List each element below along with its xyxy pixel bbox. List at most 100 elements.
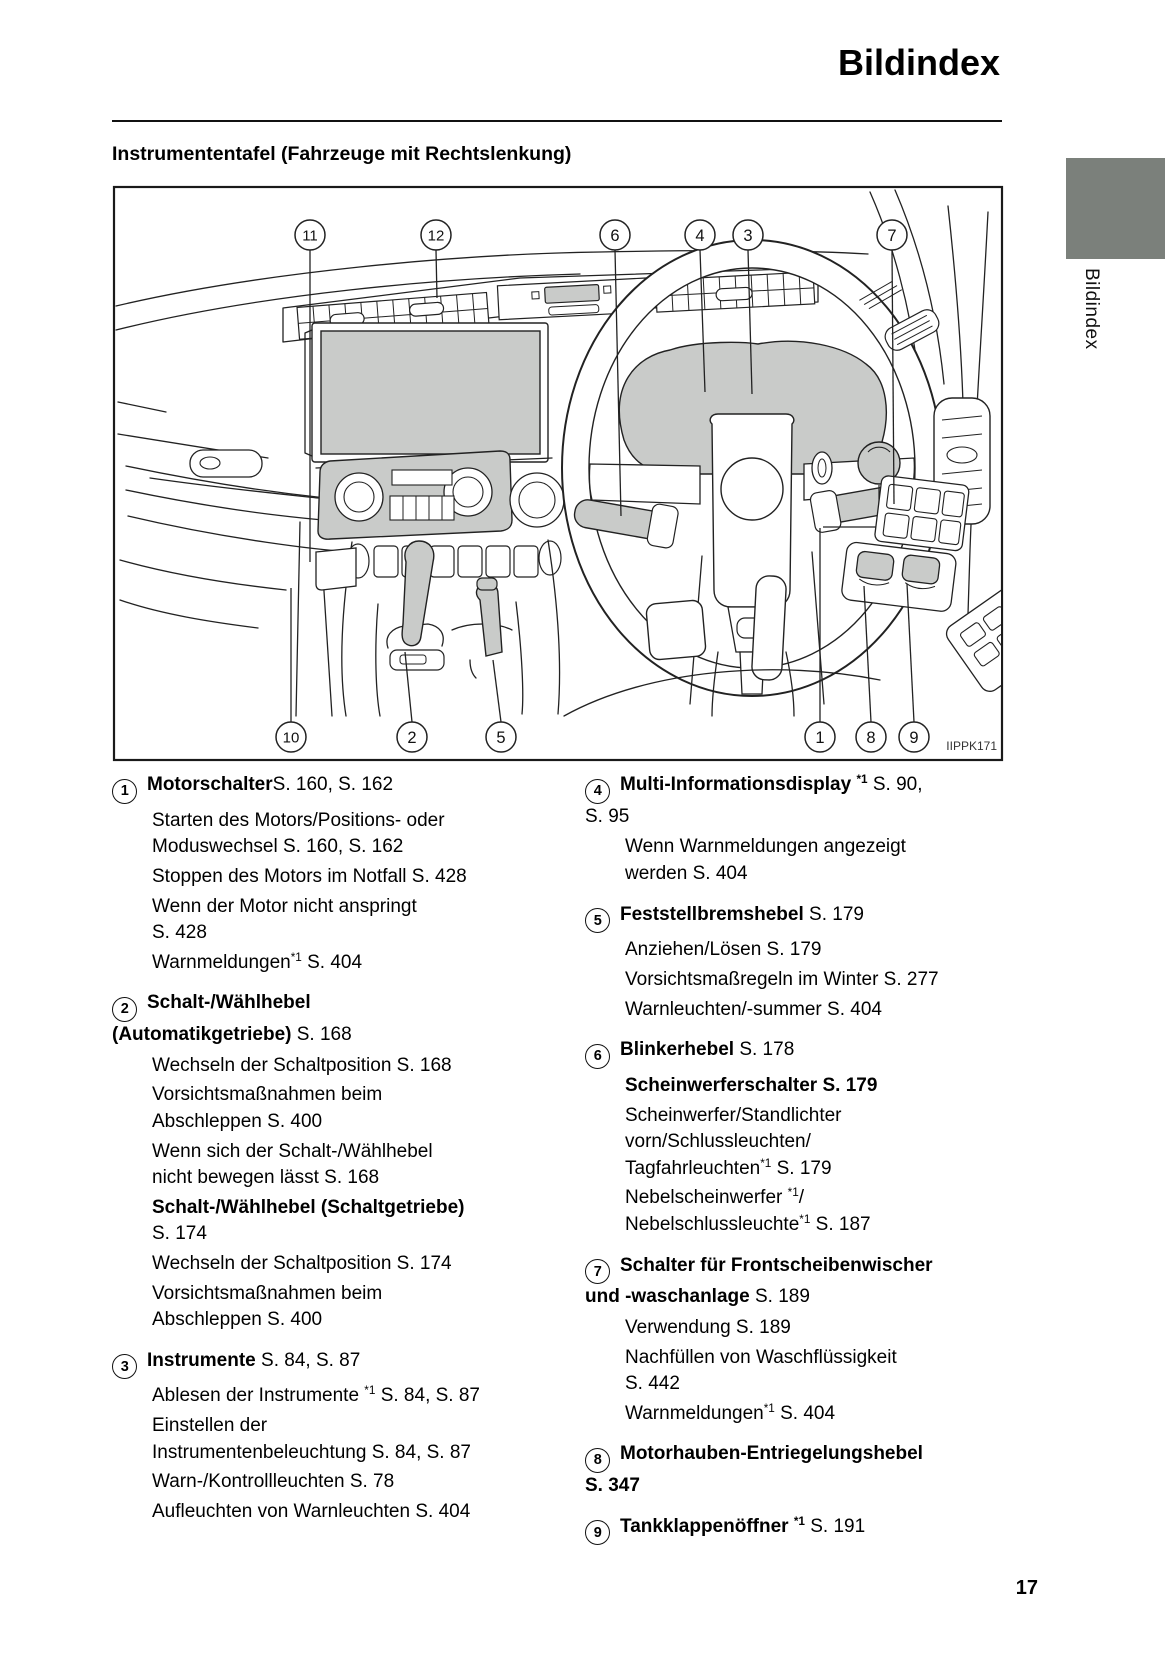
diagram-callout-2: 2 [396,651,428,753]
callout-number: 4 [695,227,704,245]
callout-number: 8 [866,729,875,747]
diagram-callout-9: 9 [898,583,930,753]
legend-sub-entry: Warnmeldungen*1 S. 404 [152,950,363,973]
accelerator-pedal [751,575,787,681]
callout-number-badge: 2 [112,997,137,1023]
callout-number: 6 [610,227,619,245]
figure-code: IIPPK171 [946,739,997,753]
section-heading: Instrumententafel (Fahrzeuge mit Rechtsl… [112,143,572,165]
climate-knob-left [334,472,384,522]
chapter-tab-label: Bildindex [1081,268,1102,350]
shift-lever [401,540,435,647]
engine-switch [857,441,901,485]
legend-sub-entry: Wechseln der Schaltposition S. 174 [152,1252,452,1274]
diagram-callout-3: 3 [732,219,764,395]
tuner-knob [509,472,565,528]
hood-release-lever [855,550,895,581]
right-vent-grid [654,271,816,313]
callout-number: 7 [887,227,896,245]
page-title: Bildindex [837,42,1000,83]
diagram-callout-5: 5 [485,659,517,753]
legend-sub-entry: Warnleuchten/-summer S. 404 [625,998,882,1020]
legend-sub-entry: Stoppen des Motors im Notfall S. 428 [152,865,467,887]
legend-sub-entry: Schalt-/Wählhebel (Schaltgetriebe) S. 17… [152,1196,465,1245]
callout-number-badge: 5 [585,908,610,934]
legend-sub-entry: Ablesen der Instrumente *1 S. 84, S. 87 [152,1384,480,1407]
callout-number: 12 [428,227,445,244]
diagram-callout-7: 7 [876,219,908,505]
legend-sub-entry: Vorsichtsmaßnahmen beim Abschleppen S. 4… [152,1282,383,1331]
center-vent-block [496,277,650,321]
climate-knob-right [443,467,493,517]
legend-sub-entry: Nachfüllen von Waschflüssigkeit S. 442 [625,1346,897,1395]
diagram-callout-1: 1 [804,528,836,753]
callout-number: 1 [815,729,824,747]
legend-sub-entry: Vorsichtsmaßregeln im Winter S. 277 [625,968,939,990]
diagram-callout-12: 12 [420,219,452,299]
diagram-callout-4: 4 [684,219,716,393]
hazard-switch [544,283,600,304]
legend-sub-entry: Nebelscheinwerfer *1/ Nebelschlussleucht… [625,1186,871,1235]
legend-sub-entry: Aufleuchten von Warnleuchten S. 404 [152,1500,471,1522]
callout-number-badge: 3 [112,1354,137,1380]
switch-panel [874,475,970,552]
legend-sub-entry: Anziehen/Lösen S. 179 [625,939,822,961]
chapter-tab-marker [1066,158,1165,259]
brake-pedal [645,599,707,661]
fuel-door-opener [901,554,941,585]
callout-number-badge: 7 [585,1259,610,1285]
window-switch-bank [945,579,1001,692]
callout-number-badge: 6 [585,1043,610,1069]
callout-number: 2 [407,729,416,747]
callout-number: 3 [743,227,752,245]
legend-sub-entry: Wechseln der Schaltposition S. 168 [152,1054,452,1076]
page-number: 17 [1015,1577,1038,1599]
legend-sub-entry: Warn-/Kontrollleuchten S. 78 [152,1471,395,1493]
climate-display [391,469,453,486]
callout-number-badge: 4 [585,778,610,804]
callout-number: 5 [496,729,505,747]
legend-sub-entry: Verwendung S. 189 [625,1316,791,1338]
callout-number: 10 [283,729,300,746]
legend-sub-entry: Wenn sich der Schalt-/Wählhebel nicht be… [152,1140,433,1189]
legend-sub-entry: Scheinwerfer/Standlichter vorn/Schlussle… [625,1104,842,1179]
legend-sub-entry: Einstellen der Instrumentenbeleuchtung S… [152,1415,471,1463]
callout-number: 11 [302,227,318,244]
diagram-callout-6: 6 [599,219,631,517]
legend-sub-entry: Starten des Motors/Positions- oder Modus… [152,809,445,858]
diagram-callout-8: 8 [855,585,887,753]
legend-sub-entry: Wenn Warnmeldungen angezeigt werden S. 4… [625,836,906,884]
touchscreen-display [320,330,541,455]
lower-storage [315,547,357,591]
legend-sub-entry: Vorsichtsmaßnahmen beim Abschleppen S. 4… [152,1084,383,1132]
key-cylinder [811,451,833,485]
legend-sub-entry: Scheinwerferschalter S. 179 [625,1074,878,1096]
callout-number: 9 [909,729,918,747]
legend-sub-entry: Warnmeldungen*1 S. 404 [625,1401,836,1424]
callout-number-badge: 8 [585,1448,610,1474]
center-vents [282,267,819,343]
title-divider [112,120,1002,122]
dashboard-illustration [115,189,1001,717]
diagram-callout-11: 11 [294,219,326,562]
